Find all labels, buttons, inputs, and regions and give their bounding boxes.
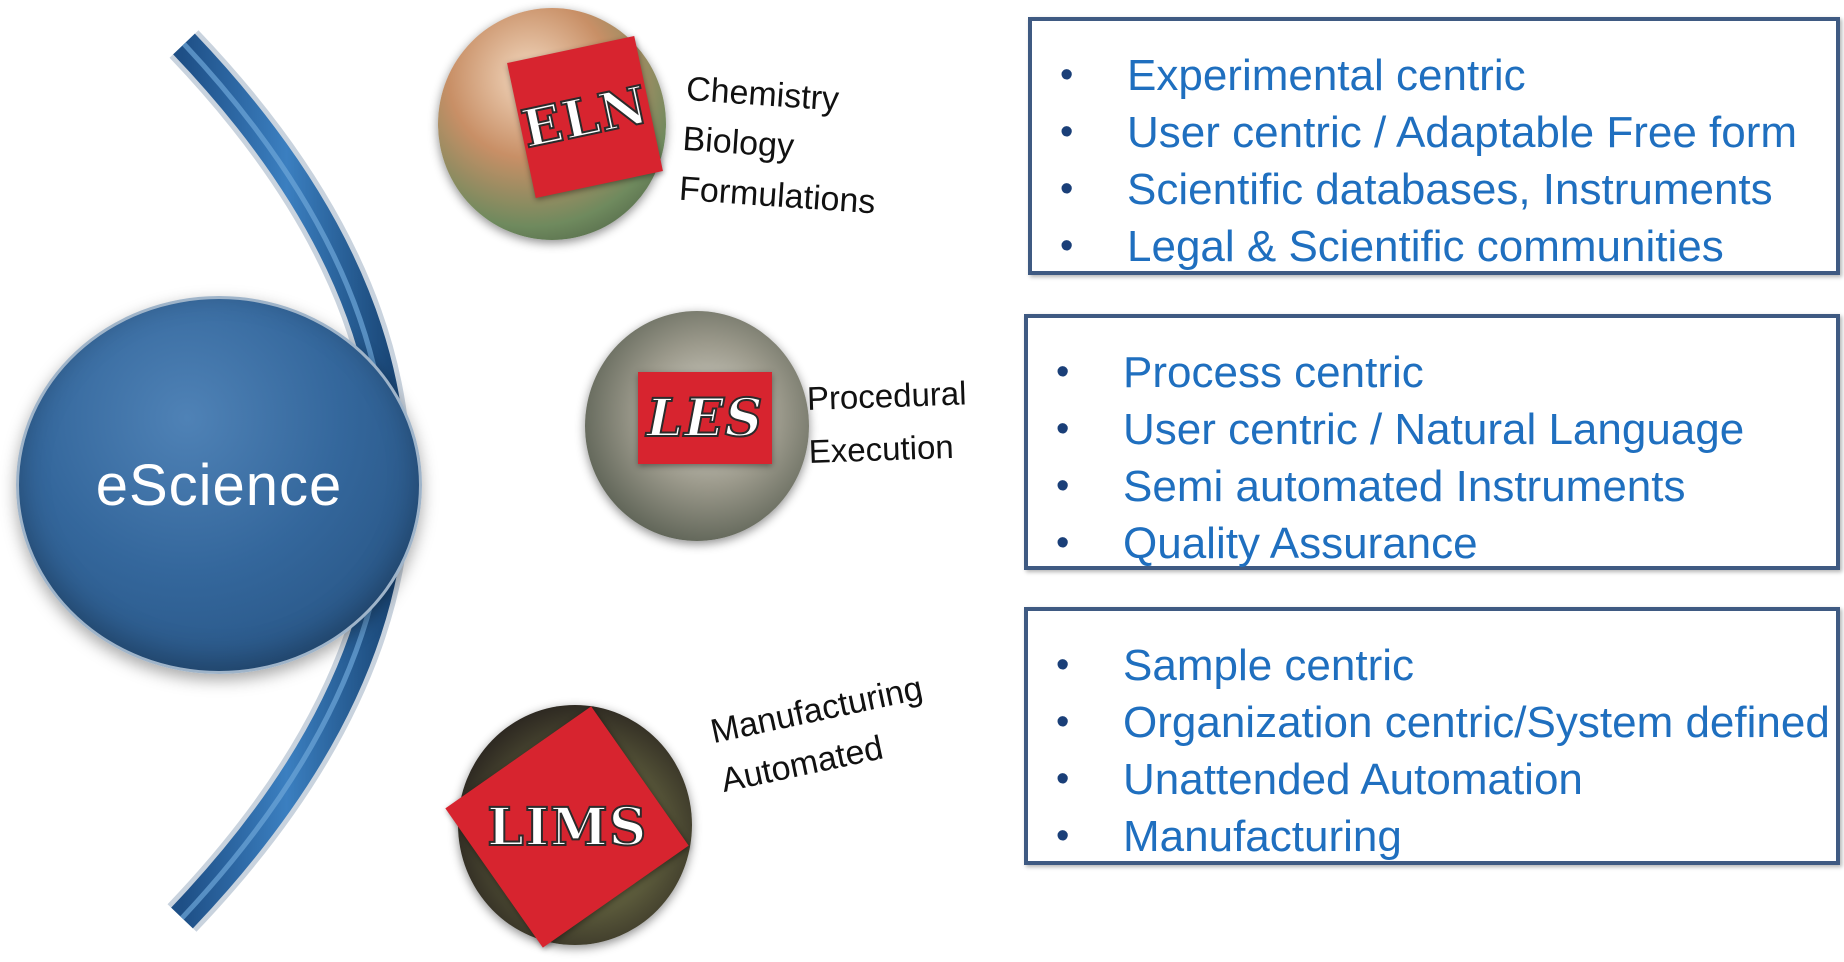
bullet-item: Quality Assurance xyxy=(1028,515,1836,572)
hub-label: eScience xyxy=(95,452,343,518)
bullet-item: User centric / Adaptable Free form xyxy=(1032,104,1836,161)
eln-side-labels: Chemistry Biology Formulations xyxy=(678,64,885,227)
side-label: Procedural xyxy=(806,374,968,417)
les-badge: LES xyxy=(638,372,772,464)
les-side-labels: Procedural Execution xyxy=(806,366,969,478)
side-label: Execution xyxy=(808,427,955,470)
lims-badge-label: LIMS xyxy=(486,796,648,859)
bullet-item: Scientific databases, Instruments xyxy=(1032,161,1836,218)
lims-info-box: Sample centric Organization centric/Syst… xyxy=(1024,607,1840,865)
bullet-item: User centric / Natural Language xyxy=(1028,401,1836,458)
bullet-item: Process centric xyxy=(1028,344,1836,401)
les-info-box: Process centric User centric / Natural L… xyxy=(1024,314,1840,572)
bullet-item: Semi automated Instruments xyxy=(1028,458,1836,515)
bullet-item: Unattended Automation xyxy=(1028,751,1836,808)
bullet-item: Organization centric/System defined xyxy=(1028,694,1836,751)
bullet-item: Manufacturing xyxy=(1028,808,1836,865)
eln-badge: ELN xyxy=(507,35,663,199)
eln-info-box: Experimental centric User centric / Adap… xyxy=(1028,17,1840,275)
les-badge-label: LES xyxy=(646,387,764,450)
bullet-item: Sample centric xyxy=(1028,637,1836,694)
bullet-item: Experimental centric xyxy=(1032,47,1836,104)
eln-badge-label: ELN xyxy=(516,73,655,161)
bullet-item: Legal & Scientific communities xyxy=(1032,218,1836,275)
escience-hub: eScience xyxy=(16,296,422,674)
